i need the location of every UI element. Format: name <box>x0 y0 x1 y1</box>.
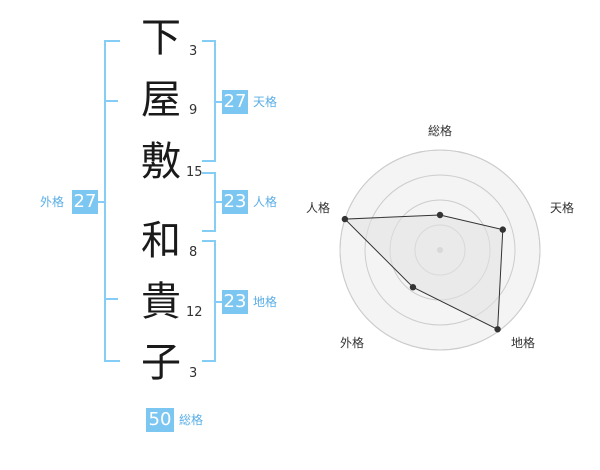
tenkaku-connector <box>216 101 222 103</box>
name-char-2: 屋 <box>141 77 181 123</box>
gaikaku-value-badge: 27 <box>72 190 98 214</box>
tenkaku-value-badge: 27 <box>222 90 248 114</box>
radar-point-4 <box>409 284 417 291</box>
radar-chart <box>339 149 541 351</box>
name-char-4: 和 <box>141 218 181 264</box>
jinkaku-label: 人格 <box>253 195 278 209</box>
radar-axis-label-jinkaku: 人格 <box>305 201 330 215</box>
stroke-count-1: 3 <box>189 44 198 59</box>
gaikaku-connector <box>98 201 104 203</box>
chikaku-label: 地格 <box>253 295 278 309</box>
tenkaku-bracket <box>202 40 216 162</box>
gaikaku-bracket <box>104 40 120 362</box>
gaikaku-tick-upper <box>104 100 118 102</box>
gaikaku-tick-lower <box>104 298 118 300</box>
radar-axis-label-soukaku: 総格 <box>427 124 452 138</box>
name-char-6: 子 <box>141 340 181 386</box>
name-char-5: 貴 <box>141 279 181 325</box>
stroke-count-6: 3 <box>189 366 198 381</box>
gaikaku-label: 外格 <box>40 195 65 209</box>
soukaku-value-badge: 50 <box>146 408 174 432</box>
radar-area <box>343 214 504 331</box>
radar-ring-3 <box>364 174 516 326</box>
radar-axis-label-chikaku: 地格 <box>510 336 535 350</box>
stroke-count-2: 9 <box>189 103 198 118</box>
name-char-3: 敷 <box>141 139 181 185</box>
jinkaku-bracket <box>202 172 216 232</box>
tenkaku-label: 天格 <box>253 95 278 109</box>
name-char-1: 下 <box>141 15 181 61</box>
radar-point-5 <box>341 215 349 223</box>
radar-point-3 <box>494 326 501 333</box>
stroke-count-5: 12 <box>186 305 203 320</box>
chikaku-connector <box>216 301 222 303</box>
jinkaku-connector <box>216 201 222 203</box>
chikaku-bracket <box>202 240 216 362</box>
soukaku-label: 総格 <box>179 413 204 427</box>
stroke-count-4: 8 <box>189 245 198 260</box>
stroke-count-3: 15 <box>186 165 203 180</box>
radar-points <box>341 211 506 333</box>
radar-ring-4 <box>339 149 541 351</box>
radar-axis-label-tenkaku: 天格 <box>549 201 574 215</box>
radar-point-2 <box>499 226 506 233</box>
radar-axis-label-gaikaku: 外格 <box>339 336 364 350</box>
radar-point-1 <box>436 211 444 219</box>
jinkaku-value-badge: 23 <box>222 190 248 214</box>
chikaku-value-badge: 23 <box>222 290 248 314</box>
